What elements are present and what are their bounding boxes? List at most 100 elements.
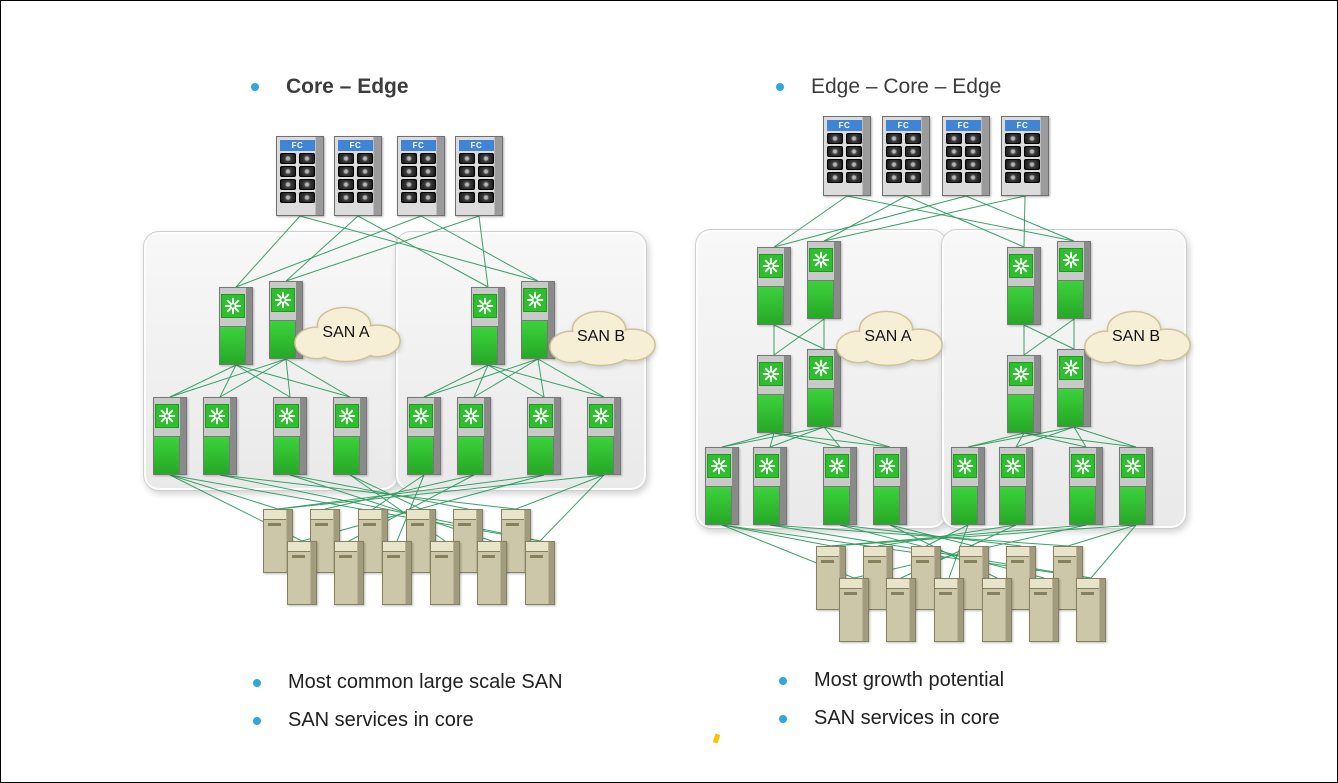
disk-icon (1024, 146, 1040, 157)
switch-body (952, 486, 978, 524)
switch-front (1008, 356, 1034, 392)
disk-icon (905, 172, 921, 183)
disk-icon (846, 159, 862, 170)
switch-front (154, 398, 180, 434)
disk-icon (299, 179, 315, 190)
disk-icon (1024, 172, 1040, 183)
server-tower (477, 541, 507, 605)
disk-icon (280, 179, 296, 190)
switch-fan-icon (875, 454, 899, 478)
switch-fan-icon (335, 404, 359, 428)
disk-icon (886, 159, 902, 170)
disk-icon (478, 153, 494, 164)
disk-icon (357, 153, 373, 164)
san-label: SAN B (1077, 328, 1195, 346)
fc-label: FC (459, 140, 494, 151)
switch-fan-icon (1001, 454, 1025, 478)
edge-switch (873, 447, 907, 525)
disk-icon (357, 192, 373, 203)
disk-grid (946, 133, 989, 183)
switch-front (1120, 448, 1146, 484)
switch-front (472, 288, 498, 324)
right-diagram-title: Edge – Core – Edge (776, 75, 1001, 99)
bullet-icon (253, 679, 261, 687)
bullet-icon (251, 83, 259, 91)
left-bullet-2: SAN services in core (253, 709, 474, 732)
bullet-text: SAN services in core (814, 707, 1000, 730)
switch-body (528, 436, 554, 474)
disk-grid (886, 133, 929, 183)
disk-icon (1024, 159, 1040, 170)
edge-switch (1069, 447, 1103, 525)
disk-icon (478, 166, 494, 177)
edge-switch (1007, 247, 1041, 325)
disk-icon (946, 146, 962, 157)
switch-front (1000, 448, 1026, 484)
switch-front (458, 398, 484, 434)
disk-icon (401, 192, 417, 203)
edge-switch (333, 397, 367, 475)
disk-icon (338, 166, 354, 177)
switch-body (1070, 486, 1096, 524)
disk-icon (459, 166, 475, 177)
disk-icon (827, 172, 843, 183)
disk-icon (846, 146, 862, 157)
switch-fan-icon (759, 362, 783, 386)
server-tower (934, 578, 964, 642)
title-text: Core – Edge (286, 75, 409, 99)
san-cloud: SAN A (829, 301, 947, 373)
switch-body (758, 394, 784, 432)
server-tower (982, 578, 1012, 642)
switch-fan-icon (953, 454, 977, 478)
disk-icon (357, 179, 373, 190)
edge-switch (951, 447, 985, 525)
disk-icon (299, 153, 315, 164)
server-tower (1029, 578, 1059, 642)
disk-grid (459, 153, 502, 203)
disk-icon (827, 146, 843, 157)
bullet-icon (253, 717, 261, 725)
disk-icon (459, 179, 475, 190)
san-label: SAN B (542, 328, 660, 346)
bullet-icon (776, 83, 784, 91)
server-tower (886, 578, 916, 642)
bullet-icon (779, 715, 787, 723)
switch-fan-icon (155, 404, 179, 428)
server-tower (382, 541, 412, 605)
switch-fan-icon (707, 454, 731, 478)
switch-front (274, 398, 300, 434)
edge-switch (457, 397, 491, 475)
disk-icon (401, 153, 417, 164)
disk-icon (1024, 133, 1040, 144)
switch-front (808, 242, 834, 278)
server-tower (839, 578, 869, 642)
disk-grid (401, 153, 444, 203)
fc-storage-array: FC (397, 136, 445, 216)
switch-front (706, 448, 732, 484)
switch-body (458, 436, 484, 474)
disk-icon (905, 133, 921, 144)
disk-icon (357, 166, 373, 177)
switch-fan-icon (1009, 362, 1033, 386)
bullet-text: SAN services in core (288, 709, 474, 732)
disk-icon (299, 166, 315, 177)
core-switch (471, 287, 505, 365)
disk-icon (459, 192, 475, 203)
switch-front (1070, 448, 1096, 484)
switch-fan-icon (529, 404, 553, 428)
switch-front (758, 248, 784, 284)
disk-icon (946, 172, 962, 183)
edge-switch (407, 397, 441, 475)
disk-icon (280, 166, 296, 177)
switch-body (1120, 486, 1146, 524)
disk-grid (827, 133, 870, 183)
disk-icon (965, 146, 981, 157)
fc-label: FC (886, 120, 921, 131)
switch-fan-icon (459, 404, 483, 428)
edge-switch (527, 397, 561, 475)
switch-fan-icon (409, 404, 433, 428)
left-bullet-1: Most common large scale SAN (253, 671, 563, 694)
switch-front (588, 398, 614, 434)
switch-fan-icon (589, 404, 613, 428)
